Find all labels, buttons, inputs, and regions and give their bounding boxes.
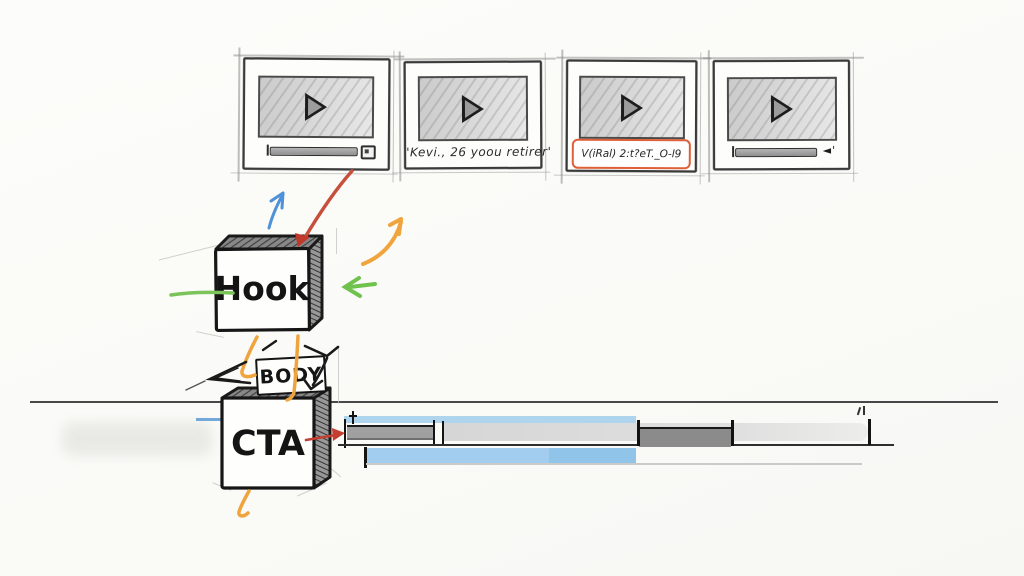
video-thumbnail — [726, 76, 838, 142]
stop-square-icon — [360, 145, 376, 160]
sketch-guide-line — [699, 52, 702, 185]
timeline-clip-dark — [639, 427, 731, 447]
hook-box: Hook — [214, 234, 324, 333]
timeline-top-rule — [30, 401, 998, 403]
play-triangle-icon — [620, 93, 644, 122]
pencil-smudge — [62, 422, 212, 456]
construction-line — [336, 228, 337, 254]
timeline-tick — [856, 406, 861, 416]
video-frame-2: 'Kevi., 26 yoou retirer' — [392, 52, 552, 181]
timeline-row-line — [338, 444, 894, 446]
video-frame-1 — [230, 50, 398, 183]
timeline-bar-edge — [364, 447, 367, 468]
sketch-guide-line — [701, 172, 859, 175]
video-frame-3: V(iRal) 2:t?eT._O-l9 — [553, 52, 705, 185]
hook-box-front-face — [214, 246, 312, 333]
video-thumbnail — [417, 75, 529, 142]
sketch-guide-line — [230, 171, 398, 175]
timeline-highlight-band — [344, 416, 636, 423]
video-frame-4: ◄' — [701, 51, 859, 182]
video-caption: 'Kevi., 26 yoou retirer' — [406, 144, 552, 160]
progress-bar — [269, 146, 358, 157]
green-left-arrow-icon — [341, 276, 377, 298]
hook-box-side-face — [307, 234, 324, 332]
timeline-tick — [433, 420, 435, 444]
play-triangle-icon — [461, 94, 485, 123]
progress-bar — [735, 147, 818, 158]
hook-label: Hook — [215, 269, 311, 308]
highlighted-caption: V(iRal) 2:t?eT._O-l9 — [571, 138, 691, 170]
timeline-clip-gray — [347, 425, 433, 440]
body-tag: BODY — [255, 355, 327, 396]
construction-line — [338, 346, 339, 404]
video-thumbnail — [257, 75, 375, 139]
play-triangle-icon — [770, 94, 794, 124]
play-triangle-icon — [304, 92, 328, 122]
sketch-guide-line — [553, 174, 705, 177]
sketch-guide-line — [544, 52, 547, 181]
speaker-icon: ◄' — [822, 143, 837, 157]
timeline-clip-edge — [731, 420, 734, 446]
cta-label: CTA — [231, 424, 305, 464]
timeline-bar-blue-overlap — [549, 448, 636, 463]
video-thumbnail — [578, 75, 686, 140]
cta-box: CTA — [220, 386, 332, 490]
timeline-tick — [349, 415, 357, 417]
timeline-tick — [352, 411, 354, 424]
timeline-tick — [442, 421, 444, 444]
cta-box-side-face — [312, 386, 332, 490]
blue-up-arrow-icon — [267, 191, 285, 230]
timeline-faint-line — [366, 463, 862, 465]
sketch-guide-line — [392, 171, 551, 174]
sketch-guide-line — [392, 50, 395, 183]
orange-curve-arrow-icon — [361, 217, 403, 266]
timeline-clip-edge — [637, 420, 640, 446]
cta-box-front-face — [220, 396, 316, 490]
timeline-end-marker — [868, 419, 871, 445]
sketch-guide-line — [852, 51, 855, 182]
timeline-tick — [863, 406, 865, 415]
timeline-start-marker — [344, 419, 346, 448]
blue-guide-dash — [196, 418, 221, 421]
